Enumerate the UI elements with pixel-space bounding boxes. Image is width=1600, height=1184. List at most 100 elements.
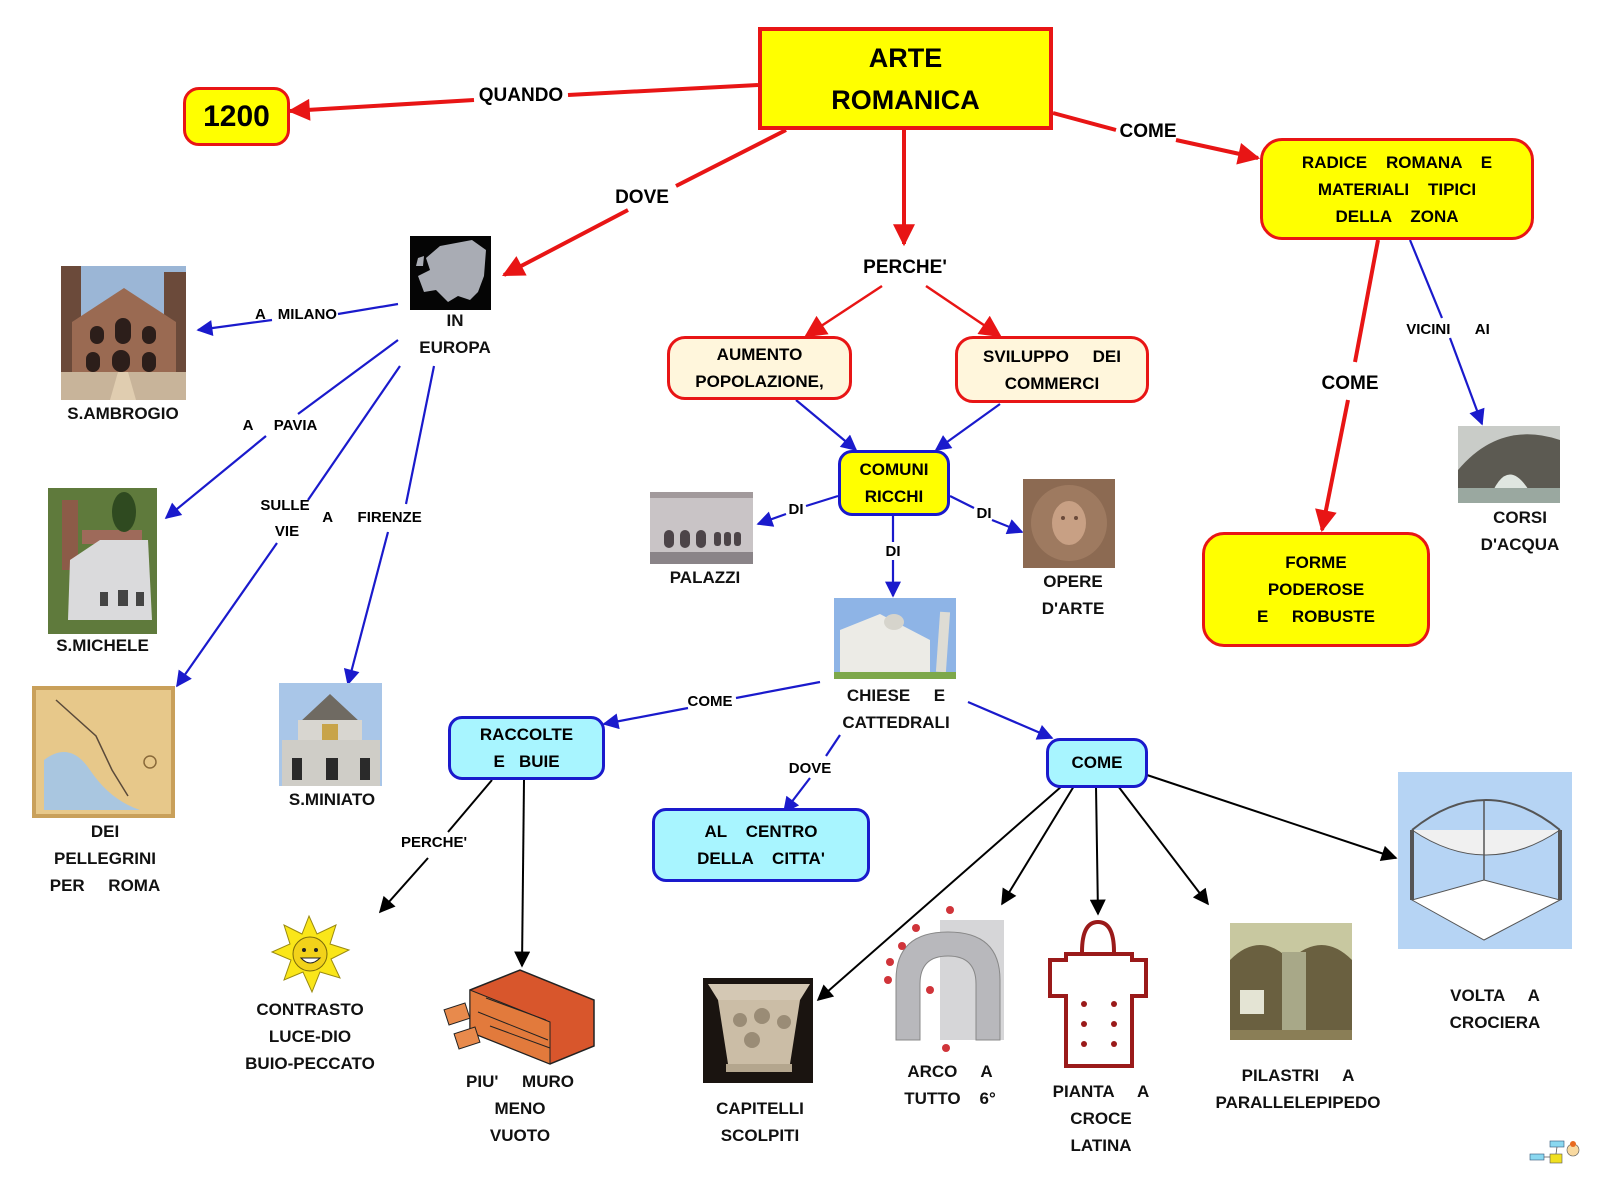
caption-vault: VOLTA A CROCIERA — [1449, 986, 1541, 1032]
link-come-forms: COME — [1315, 239, 1380, 533]
cross-vault-diagram — [1398, 772, 1572, 949]
caption-michele: S.MICHELE — [56, 636, 149, 655]
node-year-1200[interactable]: 1200 — [183, 87, 290, 146]
san-michele-photo — [48, 488, 157, 634]
link-label-pavia: A PAVIA — [243, 417, 318, 434]
caption-europe: IN EUROPA — [419, 311, 491, 357]
node-population[interactable]: AUMENTO POPOLAZIONE, — [667, 336, 852, 400]
caption-wall: PIU' MURO MENO VUOTO — [466, 1072, 574, 1145]
caption-pillars: PILASTRI A PARALLELEPIPEDO — [1215, 1066, 1381, 1112]
link-pavia: A PAVIA — [164, 339, 399, 520]
trade-line-1: SVILUPPO DEI — [983, 346, 1121, 366]
caption-palazzi: PALAZZI — [669, 568, 741, 587]
link-how-arch — [1001, 785, 1075, 906]
latin-cross-plan-diagram — [1048, 919, 1148, 1068]
pilgrim-routes-map — [32, 686, 175, 818]
link-perche: PERCHE' — [863, 130, 947, 278]
gathered-line-2: E BUIE — [493, 752, 560, 771]
sant-ambrogio-photo — [61, 266, 186, 400]
link-label-firenze: A FIRENZE — [322, 509, 421, 526]
caption-miniato: S.MINIATO — [288, 790, 376, 809]
forms-line-3: E ROBUSTE — [1256, 607, 1376, 626]
origins-line-3: DELLA ZONA — [1335, 206, 1459, 226]
link-how-capitals — [816, 785, 1063, 1002]
crypt-pillars-photo — [1230, 923, 1352, 1040]
link-perche-population — [804, 284, 883, 338]
population-line-2: POPOLAZIONE, — [695, 372, 824, 391]
link-label-come-churches: COME — [688, 693, 733, 710]
node-city-center[interactable]: AL CENTRO DELLA CITTA' — [652, 808, 870, 882]
root-line-2: ROMANICA — [831, 84, 980, 115]
link-label-vicini: VICINI AI — [1406, 321, 1490, 338]
node-how[interactable]: COME — [1046, 738, 1148, 788]
node-origins[interactable]: RADICE ROMANA E MATERIALI TIPICI DELLA Z… — [1260, 138, 1534, 240]
origins-line-1: RADICE ROMANA E — [1301, 152, 1493, 172]
smiling-sun-icon — [270, 914, 351, 994]
link-label-di-down: DI — [886, 543, 901, 560]
node-communes[interactable]: COMUNI RICCHI — [838, 450, 950, 516]
caption-capitals: CAPITELLI SCOLPITI — [716, 1099, 804, 1145]
year-label: 1200 — [203, 99, 270, 133]
link-perche-trade — [925, 284, 1002, 338]
stone-bridge-photo — [1458, 426, 1560, 503]
link-label-di-left: DI — [789, 501, 804, 518]
link-come-top: COME — [1052, 111, 1261, 165]
link-label-vie: VIE — [275, 523, 299, 540]
link-label-dove: DOVE — [615, 187, 669, 208]
caption-contrast: CONTRASTO LUCE-DIO BUIO-PECCATO — [245, 1000, 375, 1073]
node-gathered-dark[interactable]: RACCOLTE E BUIE — [448, 716, 605, 780]
link-label-quando: QUANDO — [479, 85, 563, 106]
caption-arch: ARCO A TUTTO 6° — [904, 1062, 996, 1108]
communes-line-2: RICCHI — [864, 487, 924, 506]
trade-line-2: COMMERCI — [1004, 373, 1100, 393]
caption-artworks: OPERE D'ARTE — [1041, 572, 1105, 618]
link-di-left: DI — [756, 494, 839, 527]
link-label-perche: PERCHE' — [863, 257, 947, 278]
round-arch-diagram — [884, 906, 1004, 1052]
root-node-arte-romanica[interactable]: ARTE ROMANICA — [758, 27, 1053, 130]
how-label: COME — [1071, 753, 1123, 772]
link-label-di-right: DI — [977, 505, 992, 522]
forms-line-1: FORME — [1285, 553, 1347, 572]
link-label-sulle: SULLE — [260, 497, 309, 514]
link-vicini: VICINI AI — [1406, 239, 1490, 426]
forms-line-2: PODEROSE — [1267, 580, 1365, 599]
link-how-plan — [1089, 785, 1106, 916]
caption-ambrogio: S.AMBROGIO — [67, 404, 179, 423]
caption-pilgrims: DEI PELLEGRINI PER ROMA — [49, 822, 161, 895]
link-dove: DOVE — [502, 128, 787, 277]
link-churches-how — [967, 700, 1054, 740]
cmap-logo-icon — [1529, 1140, 1580, 1164]
link-firenze: A FIRENZE — [322, 365, 436, 686]
link-how-vault — [1143, 773, 1398, 862]
caption-rivers: CORSI D'ACQUA — [1480, 508, 1560, 554]
link-label-come-top: COME — [1120, 121, 1177, 142]
gathered-line-1: RACCOLTE — [479, 725, 574, 744]
europe-map-image — [410, 236, 491, 310]
link-come-churches: COME — [602, 680, 821, 730]
link-di-down: DI — [885, 516, 901, 598]
root-line-1: ARTE — [868, 42, 943, 73]
link-quando: QUANDO — [287, 83, 759, 121]
node-trade[interactable]: SVILUPPO DEI COMMERCI — [955, 336, 1149, 403]
node-forms[interactable]: FORME PODEROSE E ROBUSTE — [1202, 532, 1430, 647]
link-sulle-vie: SULLE VIE — [176, 365, 401, 688]
link-milano: A MILANO — [196, 302, 399, 336]
link-perche-dark: PERCHE' — [378, 779, 493, 914]
sculpted-face-photo — [1023, 479, 1115, 568]
communes-line-1: COMUNI — [859, 460, 929, 479]
caption-plan: PIANTA A CROCE LATINA — [1052, 1082, 1150, 1155]
san-miniato-photo — [279, 683, 382, 786]
pisa-cathedral-photo — [834, 598, 956, 679]
link-trade-communes — [934, 403, 1001, 451]
link-label-come-forms: COME — [1322, 373, 1379, 394]
link-label-dove-churches: DOVE — [789, 760, 832, 777]
link-gathered-wall — [514, 779, 531, 968]
link-how-pillars — [1117, 785, 1209, 906]
link-label-perche-dark: PERCHE' — [401, 834, 467, 851]
link-di-right: DI — [949, 495, 1024, 535]
palazzo-photo — [650, 492, 753, 564]
link-dove-churches: DOVE — [783, 734, 841, 814]
population-line-1: AUMENTO — [716, 345, 803, 364]
